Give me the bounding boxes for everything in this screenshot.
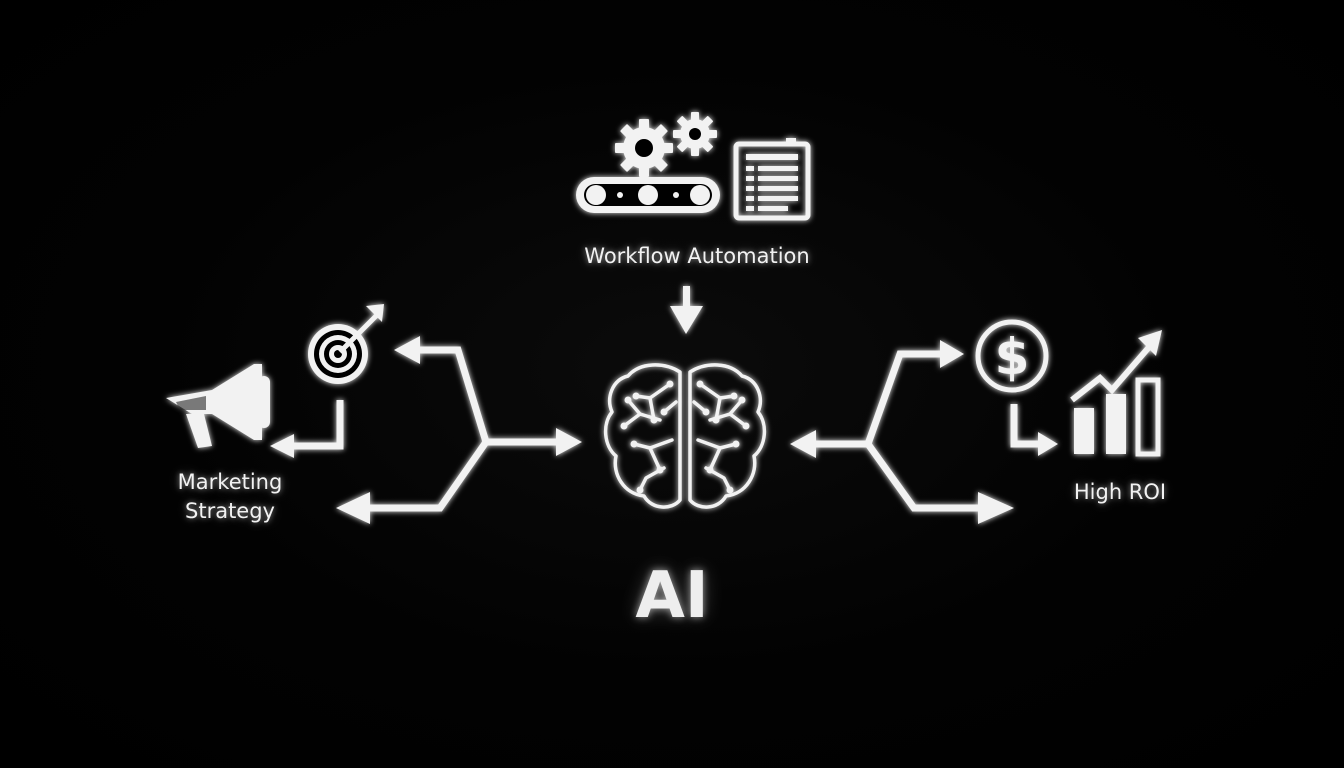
- arrowhead-to-marketing: [336, 492, 370, 524]
- arrowhead-to-ai-left: [556, 428, 582, 456]
- marketing-label-line1: Marketing: [177, 470, 283, 494]
- arrowhead-to-chart: [1038, 432, 1058, 456]
- gears-icon: [615, 112, 717, 177]
- brain-circuit-nodes: [620, 380, 750, 494]
- dollar-coin-icon: $: [975, 319, 1049, 393]
- marketing-label-line2: Strategy: [185, 499, 275, 523]
- bar-chart-growth-icon: [1070, 330, 1162, 457]
- right-branch-arrowheads: [790, 340, 1058, 524]
- high-roi-label: High ROI: [1073, 480, 1167, 504]
- arrowhead-to-dollar: [940, 340, 964, 368]
- arrowhead-to-target: [394, 336, 420, 364]
- left-branch-arrowheads: [270, 336, 582, 524]
- arrowhead-to-roi: [978, 492, 1014, 524]
- right-branch-connectors: [812, 350, 1040, 512]
- document-list-icon: [733, 138, 811, 221]
- marketing-strategy-label: Marketing Strategy: [140, 468, 320, 526]
- megaphone-icon: [166, 364, 270, 448]
- arrow-workflow-to-ai: [670, 286, 703, 334]
- conveyor-belt-icon: [576, 177, 720, 213]
- left-branch-connectors: [290, 346, 560, 512]
- workflow-automation-label: Workflow Automation: [584, 244, 810, 268]
- currency-symbol: $: [995, 328, 1030, 386]
- arrowhead-to-megaphone: [270, 434, 294, 458]
- arrowhead-to-ai-right: [790, 430, 816, 458]
- brain-circuit-icon: [603, 363, 767, 509]
- target-arrow-icon: [308, 304, 384, 384]
- ai-center-label: AI: [635, 559, 709, 633]
